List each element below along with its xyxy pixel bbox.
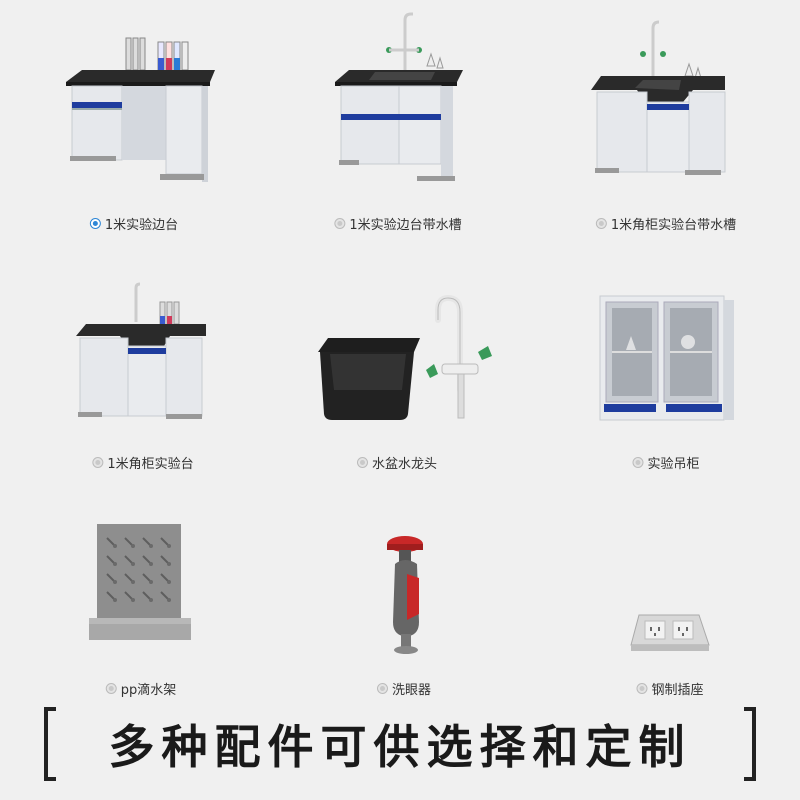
option-label: pp滴水架 [120, 683, 177, 698]
option-label: 1米实验边台带水槽 [349, 218, 462, 233]
product-image-drip-rack [89, 524, 191, 640]
radio-icon[interactable] [89, 218, 101, 229]
option-label: 钢制插座 [651, 683, 704, 698]
radio-icon[interactable] [595, 218, 607, 229]
option-label: 1米实验边台 [104, 218, 179, 233]
radio-icon[interactable] [636, 683, 648, 694]
option-corner-bench[interactable]: 1米角柜实验台 [92, 453, 194, 472]
product-image-sink-faucet [318, 294, 492, 420]
radio-icon[interactable] [92, 457, 104, 468]
product-image-bench-sink [335, 12, 463, 181]
product-image-eyewash [387, 536, 423, 654]
option-label: 1米角柜实验台带水槽 [610, 218, 737, 233]
product-image-socket [630, 614, 710, 651]
option-label: 1米角柜实验台 [107, 457, 194, 472]
option-sink-faucet[interactable]: 水盆水龙头 [356, 453, 438, 472]
option-corner-bench-sink[interactable]: 1米角柜实验台带水槽 [595, 214, 737, 233]
radio-icon[interactable] [105, 683, 117, 694]
option-wall-cabinet[interactable]: 实验吊柜 [632, 453, 700, 472]
option-drip-rack[interactable]: pp滴水架 [105, 679, 177, 698]
option-eyewash[interactable]: 洗眼器 [376, 679, 432, 698]
option-socket[interactable]: 钢制插座 [636, 679, 704, 698]
product-image-bench [66, 37, 215, 182]
footer-banner: 多种配件可供选择和定制 [44, 707, 756, 785]
product-image-corner-bench [76, 282, 206, 419]
option-label: 实验吊柜 [647, 457, 700, 472]
footer-text: 多种配件可供选择和定制 [108, 720, 692, 774]
radio-icon[interactable] [632, 457, 644, 468]
radio-icon[interactable] [376, 683, 388, 694]
option-label: 洗眼器 [391, 683, 432, 698]
radio-icon[interactable] [334, 218, 346, 229]
option-bench-sink[interactable]: 1米实验边台带水槽 [334, 214, 462, 233]
radio-icon[interactable] [356, 457, 368, 468]
option-bench[interactable]: 1米实验边台 [89, 214, 179, 233]
right-bracket [744, 707, 756, 781]
option-label: 水盆水龙头 [371, 457, 438, 472]
product-image-wall-cabinet [599, 295, 734, 421]
product-image-corner-bench-sink [591, 20, 726, 175]
left-bracket [44, 707, 56, 781]
